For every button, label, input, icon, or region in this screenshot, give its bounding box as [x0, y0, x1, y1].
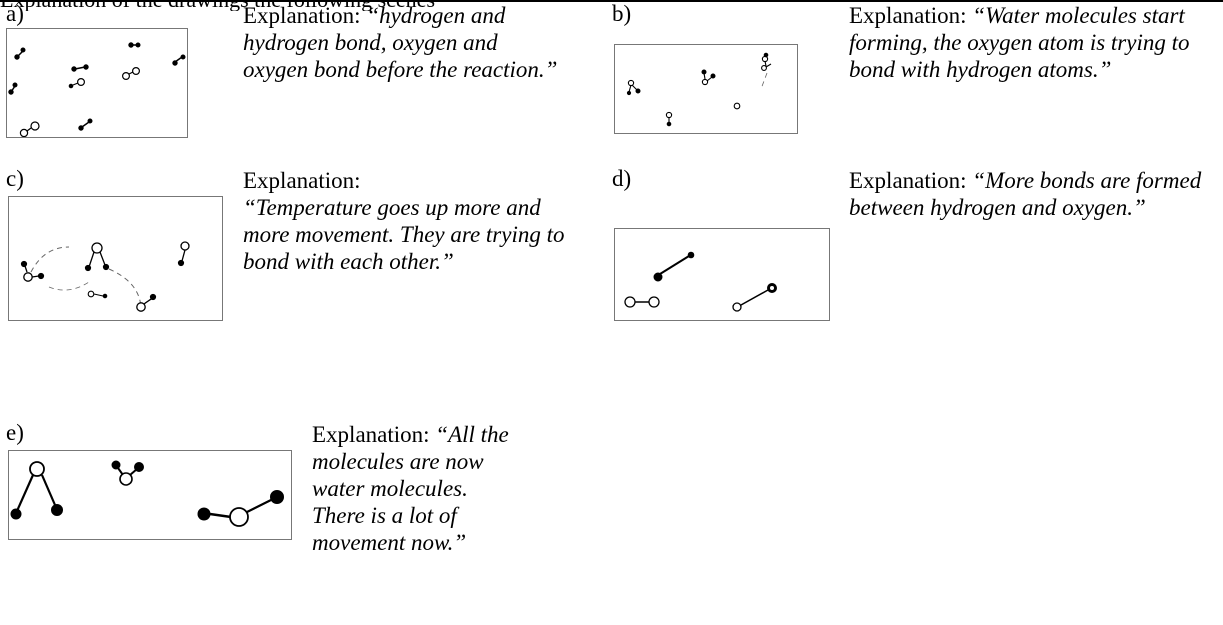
scene-b-explanation: Explanation: “Water molecules start form…	[849, 2, 1219, 83]
molecule	[121, 66, 140, 80]
molecule	[71, 64, 89, 72]
explanation-quote: “All the molecules are now water molecul…	[312, 422, 509, 555]
explanation-prefix: Explanation:	[243, 168, 361, 193]
scene-e-explanation: Explanation: “All the molecules are now …	[312, 421, 512, 556]
explanation-quote: “Water molecules start forming, the oxyg…	[849, 3, 1190, 82]
molecule	[14, 47, 26, 60]
molecule	[136, 293, 157, 312]
molecule	[701, 69, 716, 86]
molecule	[733, 102, 741, 110]
scene-c-drawing	[8, 196, 223, 321]
cut-off-header-text: Explanation of the drawings the followin…	[0, 0, 435, 11]
molecule	[19, 121, 40, 137]
molecule	[111, 460, 144, 486]
molecule	[78, 118, 93, 131]
molecule	[626, 79, 641, 96]
molecule	[68, 77, 85, 89]
scene-d-explanation: Explanation: “More bonds are formed betw…	[849, 167, 1219, 221]
scene-d-label: d)	[612, 166, 632, 191]
explanation-prefix: Explanation:	[312, 422, 436, 447]
molecule	[732, 283, 777, 312]
scene-e-label: e)	[6, 420, 24, 445]
scene-c-explanation: Explanation: “Temperature goes up more a…	[243, 167, 583, 275]
explanation-prefix: Explanation:	[849, 3, 973, 28]
molecule	[665, 111, 673, 127]
scene-d-drawing	[614, 228, 830, 321]
molecule	[84, 242, 110, 272]
scene-a-drawing	[6, 28, 188, 138]
explanation-quote: “Temperature goes up more and more movem…	[243, 195, 565, 274]
scene-c-label: c)	[6, 166, 24, 191]
explanation-prefix: Explanation:	[243, 3, 367, 28]
explanation-quote: “hydrogen and hydrogen bond, oxygen and …	[243, 3, 558, 82]
molecule	[197, 490, 284, 527]
scene-b-label: b)	[612, 1, 632, 26]
molecule	[624, 296, 660, 308]
scene-b-drawing	[614, 44, 798, 134]
molecule	[87, 290, 108, 299]
molecule	[172, 54, 186, 66]
explanation-prefix: Explanation:	[849, 168, 973, 193]
molecule	[20, 260, 45, 282]
explanation-quote: “More bonds are formed between hydrogen …	[849, 168, 1202, 220]
molecule	[761, 52, 772, 71]
molecule	[8, 82, 18, 95]
scene-a-explanation: Explanation: “hydrogen and hydrogen bond…	[243, 2, 563, 83]
molecule	[10, 461, 63, 520]
molecule	[653, 251, 695, 282]
top-rule	[0, 0, 1223, 2]
molecule	[128, 42, 141, 48]
molecule	[177, 241, 190, 267]
scene-e-drawing	[8, 450, 292, 540]
scene-a-label: a)	[6, 1, 24, 26]
